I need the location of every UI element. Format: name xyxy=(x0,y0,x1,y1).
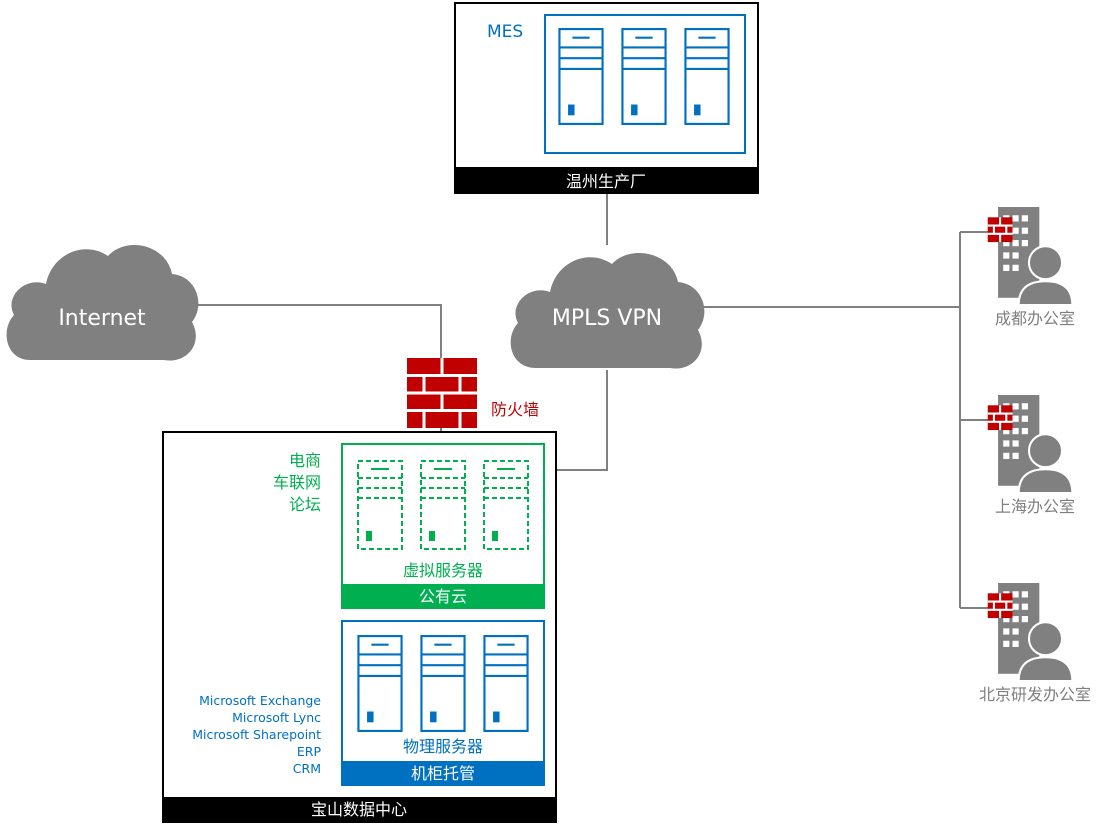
server-icon xyxy=(684,28,730,125)
virtual-server-icon xyxy=(483,459,529,551)
public-cloud-label: 公有云 xyxy=(419,587,467,606)
mes-label: MES xyxy=(487,22,523,42)
vpn-label: MPLS VPN xyxy=(552,306,662,331)
physical-server-icon xyxy=(483,635,529,732)
virtual-server-icon xyxy=(420,459,466,551)
public-cloud-apps: 电商 车联网 论坛 xyxy=(273,451,321,514)
firewall-icon xyxy=(407,358,477,428)
datacenter: 虚拟服务器 公有云 电商 车联网 论坛 物理服务器 机柜托管 Microsoft… xyxy=(162,431,557,823)
office-building-icon xyxy=(986,395,1073,493)
office-shanghai: 上海办公室 xyxy=(986,395,1075,516)
physical-server-icon xyxy=(420,635,466,732)
app-label: CRM xyxy=(293,761,321,776)
factory-label-bar xyxy=(455,167,758,193)
internet-cloud: Internet xyxy=(6,244,199,361)
app-label: Microsoft Sharepoint xyxy=(192,727,321,742)
colocation-label: 机柜托管 xyxy=(411,764,475,783)
mpls-vpn-cloud: MPLS VPN xyxy=(510,252,705,369)
virtual-servers-label: 虚拟服务器 xyxy=(403,561,483,580)
office-label: 北京研发办公室 xyxy=(979,685,1091,704)
server-icon xyxy=(621,28,667,125)
app-label: 车联网 xyxy=(273,473,321,492)
app-label: ERP xyxy=(297,744,322,759)
firewall: 防火墙 xyxy=(407,358,539,428)
firewall-label: 防火墙 xyxy=(491,400,539,419)
app-label: Microsoft Exchange xyxy=(199,693,321,708)
internet-label: Internet xyxy=(58,306,146,331)
line-vpn-to-datacenter xyxy=(543,370,608,471)
line-internet-to-firewall xyxy=(190,304,442,432)
office-label: 成都办公室 xyxy=(995,309,1075,328)
datacenter-label: 宝山数据中心 xyxy=(311,800,407,819)
public-cloud-label-bar xyxy=(342,584,544,608)
cloud-icon xyxy=(6,244,199,361)
physical-server-icon xyxy=(357,635,403,732)
app-label: Microsoft Lync xyxy=(232,710,321,725)
physical-servers-label: 物理服务器 xyxy=(403,737,483,756)
server-icon xyxy=(558,28,604,125)
cloud-icon xyxy=(510,252,705,369)
virtual-server-icon xyxy=(357,459,403,551)
office-building-icon xyxy=(986,583,1073,681)
factory-site: MES 温州生产厂 xyxy=(454,2,759,194)
office-building-icon xyxy=(986,207,1073,305)
office-beijing: 北京研发办公室 xyxy=(979,583,1091,704)
colocation-apps: Microsoft Exchange Microsoft Lync Micros… xyxy=(192,693,321,776)
factory-label: 温州生产厂 xyxy=(566,172,646,191)
office-chengdu: 成都办公室 xyxy=(986,207,1075,328)
app-label: 电商 xyxy=(289,451,321,470)
datacenter-label-bar xyxy=(163,797,556,822)
app-label: 论坛 xyxy=(289,495,321,514)
office-label: 上海办公室 xyxy=(995,497,1075,516)
colocation-label-bar xyxy=(342,761,544,785)
